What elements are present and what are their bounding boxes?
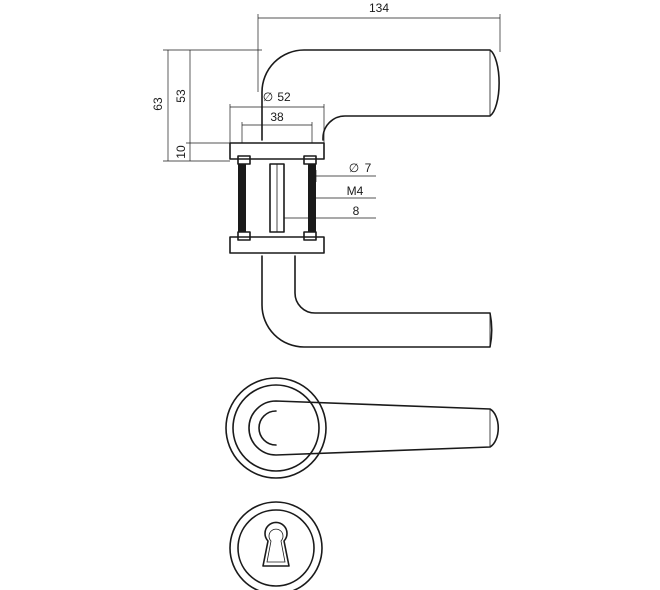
total-height-label: 63 bbox=[151, 97, 165, 111]
pin-diameter-label: 7 bbox=[365, 161, 372, 175]
dimension-134: 134 bbox=[257, 1, 501, 92]
dimension-diameter-7: ∅ 7 bbox=[308, 161, 376, 182]
dimension-m4: M4 bbox=[316, 184, 376, 199]
keyhole-icon bbox=[262, 521, 290, 567]
rose-height-label: 53 bbox=[174, 89, 188, 103]
rose-thickness-label: 10 bbox=[174, 145, 188, 159]
overall-length-label: 134 bbox=[369, 1, 389, 15]
top-rose-plate bbox=[229, 142, 325, 165]
mounting-bolts bbox=[238, 163, 316, 233]
inner-diameter-label: 38 bbox=[270, 110, 284, 124]
dimension-10: 10 bbox=[174, 143, 191, 161]
thread-label: M4 bbox=[347, 184, 364, 198]
bottom-lever-handle bbox=[261, 255, 493, 348]
bottom-rose-plate bbox=[229, 231, 325, 254]
spindle-label: 8 bbox=[353, 204, 360, 218]
dimension-38: 38 bbox=[241, 110, 313, 143]
front-view-lever bbox=[225, 377, 500, 479]
dimension-8: 8 bbox=[284, 204, 376, 219]
rose-diameter-symbol: ∅ bbox=[263, 90, 273, 104]
rose-diameter-label: 52 bbox=[277, 90, 291, 104]
right-threaded-bolt bbox=[308, 164, 316, 232]
dimension-53: 53 bbox=[174, 50, 230, 144]
dimension-diameter-52: ∅ 52 bbox=[229, 90, 325, 143]
pin-diameter-symbol: ∅ bbox=[349, 161, 359, 175]
left-threaded-bolt bbox=[238, 164, 246, 232]
dimension-63: 63 bbox=[151, 49, 262, 162]
top-lever-handle bbox=[261, 49, 500, 141]
key-escutcheon bbox=[229, 501, 323, 590]
